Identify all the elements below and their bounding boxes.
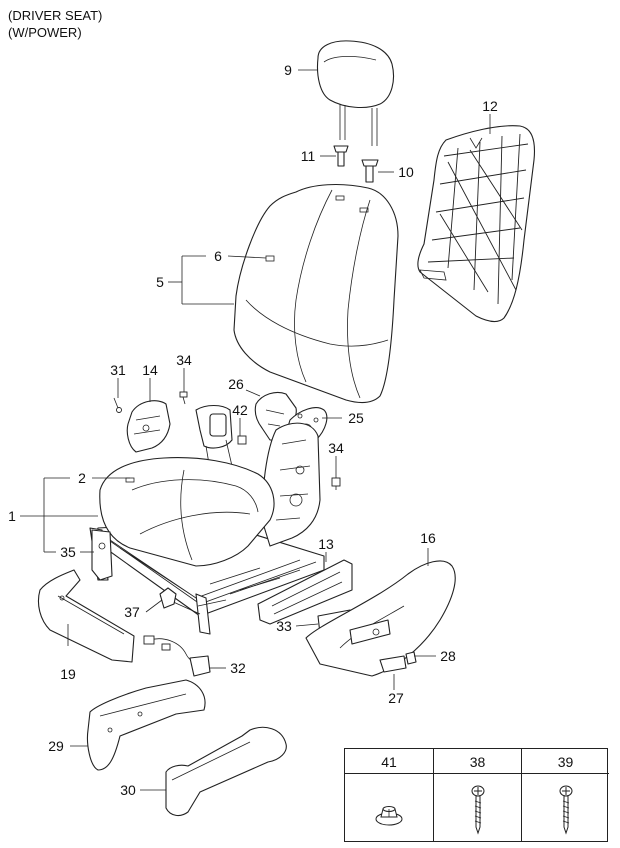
label-part-35: 35 [60, 544, 76, 560]
label-part-34-lower: 34 [328, 440, 344, 456]
legend-divider [522, 773, 609, 774]
knob-28 [405, 651, 417, 665]
headrest [316, 40, 395, 146]
seat-back-board [417, 125, 536, 323]
legend-cell: 41 [345, 749, 433, 841]
side-trim-19 [37, 569, 135, 663]
label-part-10: 10 [398, 164, 414, 180]
switch-37 [159, 587, 177, 609]
label-part-31: 31 [110, 362, 126, 378]
label-part-13: 13 [318, 536, 334, 552]
legend-number: 39 [557, 754, 574, 770]
bracket-35 [91, 529, 113, 581]
rail-cover-13 [257, 559, 353, 625]
diagram-subtitle: (W/POWER) [8, 25, 82, 40]
legend-divider [434, 773, 521, 774]
label-part-9: 9 [284, 62, 292, 78]
label-part-32: 32 [230, 660, 246, 676]
label-part-26: 26 [228, 376, 244, 392]
label-part-33: 33 [276, 618, 292, 634]
seat-back [233, 184, 399, 404]
label-part-19: 19 [60, 666, 76, 682]
label-part-34-upper: 34 [176, 352, 192, 368]
label-part-28: 28 [440, 648, 456, 664]
cover-29 [86, 679, 206, 771]
screw-icon [471, 785, 485, 835]
bolt-34-lower [331, 477, 341, 490]
label-part-14: 14 [142, 362, 158, 378]
label-part-42: 42 [232, 402, 248, 418]
legend-divider [345, 773, 433, 774]
label-part-16: 16 [420, 530, 436, 546]
label-part-27: 27 [388, 690, 404, 706]
label-part-5: 5 [156, 274, 164, 290]
legend-cell: 38 [433, 749, 521, 841]
screw-icon [559, 785, 573, 835]
headrest-guide-left [333, 145, 349, 167]
legend-cell: 39 [521, 749, 609, 841]
label-part-6: 6 [214, 248, 222, 264]
label-part-2: 2 [78, 470, 86, 486]
nut-42 [237, 435, 247, 445]
label-part-25: 25 [348, 410, 364, 426]
connector-32 [189, 655, 211, 677]
legend-number: 41 [381, 754, 397, 770]
side-shield-16 [305, 560, 456, 677]
label-part-11: 11 [300, 148, 316, 164]
bolt-31 [113, 397, 122, 413]
label-part-30: 30 [120, 782, 136, 798]
hardware-legend-table: 41 38 39 [344, 748, 609, 842]
legend-number: 38 [469, 754, 486, 770]
side-shield-14 [126, 400, 171, 453]
knob-27 [379, 655, 407, 673]
label-part-37: 37 [124, 604, 140, 620]
label-part-29: 29 [48, 738, 64, 754]
label-part-1: 1 [8, 508, 16, 524]
seat-motor [195, 404, 233, 471]
diagram-title: (DRIVER SEAT) [8, 8, 103, 23]
flange-nut-icon [375, 806, 403, 826]
label-part-12: 12 [482, 98, 498, 114]
seat-cushion [99, 457, 275, 567]
bolt-34-upper [179, 391, 188, 405]
cover-30 [165, 726, 287, 817]
leader-lines [20, 69, 491, 791]
wiring-harness [143, 635, 205, 664]
headrest-guide-right [361, 159, 379, 183]
